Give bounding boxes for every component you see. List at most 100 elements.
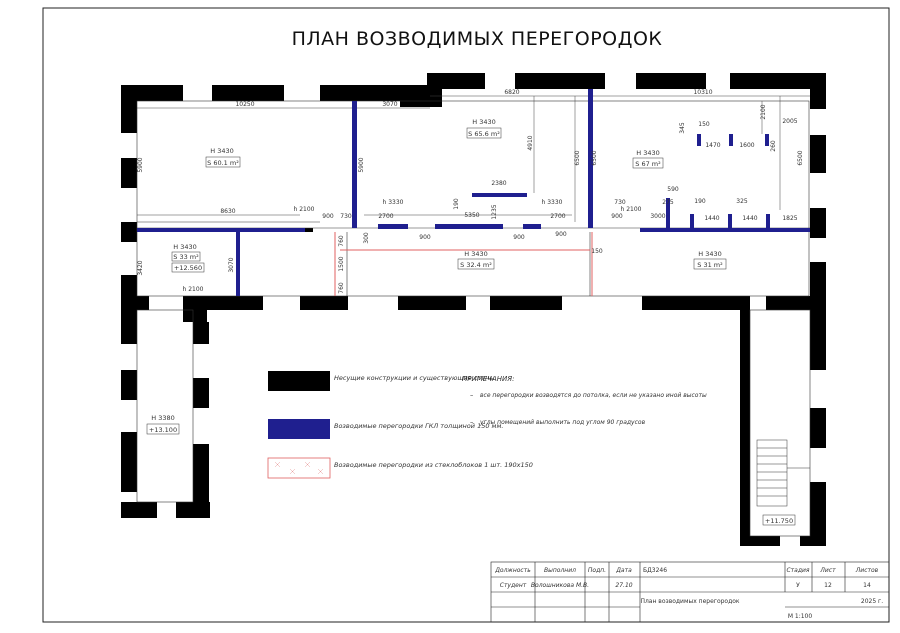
sheet-border — [42, 7, 890, 623]
dim-room3-1600: 1600 — [739, 142, 754, 149]
room-2-area: S 65.6 m² — [468, 130, 500, 138]
tb-header-sign: Подп. — [588, 567, 606, 574]
legend-label-drywall-text: Возводимые перегородки ГКЛ толщиной 150 … — [334, 422, 503, 430]
tb-code: БД3246 — [643, 567, 667, 574]
note-1: – — [470, 391, 473, 399]
dim-room2-4910: 4910 — [527, 135, 534, 150]
room-7-height: H 3380 — [151, 414, 175, 422]
door-height-1: h 2100 — [294, 206, 315, 213]
door-height-5: h 2100 — [183, 286, 204, 293]
legend-label-glass-text: Возводимые перегородки из стеклоблоков 1… — [334, 461, 533, 469]
legend-label-bearing: Несущие конструкции и существующие стены — [334, 374, 495, 382]
room-5-height: H 3430 — [464, 250, 488, 258]
tb-sheets-header: Листов — [855, 567, 879, 574]
note-1-text: все перегородки возводятся до потолка, е… — [480, 392, 707, 399]
dim-left-1: 5900 — [137, 157, 144, 172]
dim-room3-1470: 1470 — [705, 142, 720, 149]
dim-corr-150: 150 — [591, 248, 603, 255]
room-8-level-box — [762, 514, 796, 526]
room-5-area: S 32.4 m² — [460, 261, 492, 269]
room-3-area: S 67 m² — [635, 160, 661, 168]
dim-room3-150: 150 — [698, 121, 710, 128]
dim-corr-3000: 3000 — [650, 213, 665, 220]
room-labels: H 3430 S 60.1 m² H 3430 S 65.6 m² H 3430… — [146, 118, 796, 526]
room-2-height: H 3430 — [472, 118, 496, 126]
dim-left-3: 3070 — [228, 257, 235, 272]
title-block — [490, 561, 890, 623]
dim-room2-6500: 6500 — [574, 150, 581, 165]
legend: Несущие конструкции и существующие стены… — [267, 371, 533, 479]
dim-top-3: 6820 — [504, 89, 519, 96]
dim-room3-6500: 6500 — [797, 150, 804, 165]
room-6-height: H 3430 — [698, 250, 722, 258]
dim-r6-275: 275 — [662, 199, 674, 206]
room-4-height: H 3430 — [173, 243, 197, 251]
room-1-area-box — [205, 156, 241, 168]
staircase — [756, 439, 810, 507]
tb-sheets: 14 — [863, 582, 871, 589]
tb-sheet: 12 — [824, 582, 832, 589]
tb-stage: У — [796, 582, 800, 589]
dim-room3-260: 260 — [770, 140, 777, 152]
dim-room3-2100: 2100 — [760, 104, 767, 119]
room-4-area-box — [171, 251, 201, 262]
dim-room2-5350: 5350 — [464, 212, 479, 219]
dim-corr-900c: 900 — [513, 234, 525, 241]
bearing-walls — [121, 73, 826, 546]
glass-block-partitions — [334, 232, 593, 296]
legend-swatch-bearing — [268, 371, 330, 391]
room-6-area: S 31 m² — [697, 261, 723, 269]
door-height-3: h 3330 — [542, 199, 563, 206]
legend-swatch-drywall — [268, 419, 330, 439]
tb-author: Волошникова М.В. — [531, 582, 589, 589]
notes: ПРИМЕЧАНИЯ: – все перегородки возводятся… — [462, 375, 707, 426]
dim-corr-900b: 900 — [419, 234, 431, 241]
room-3-height: H 3430 — [636, 149, 660, 157]
room-4-level: +12.560 — [174, 264, 202, 272]
legend-label-glass: Возводимые перегородки из стеклоблоков 1… — [334, 461, 533, 469]
dim-r6-1440b: 1440 — [742, 215, 757, 222]
dim-r6-325: 325 — [736, 198, 748, 205]
tb-date: 27.10 — [615, 582, 632, 589]
tb-header-done-by: Выполнил — [544, 567, 576, 574]
legend-swatch-glass — [267, 457, 331, 479]
dim-r6-1440a: 1440 — [704, 215, 719, 222]
dim-r6-1825: 1825 — [782, 215, 797, 222]
room-4-level-box — [171, 262, 205, 273]
dimension-lines — [137, 95, 810, 222]
sheet-title: ПЛАН ВОЗВОДИМЫХ ПЕРЕГОРОДОК — [292, 28, 663, 50]
room-6-area-box — [693, 258, 727, 270]
dim-corr-760a: 760 — [338, 235, 345, 247]
room-8-level: +11.750 — [765, 517, 793, 525]
door-height-4: h 2100 — [621, 206, 642, 213]
dim-top-4: 10310 — [693, 89, 712, 96]
dim-room3-345: 345 — [679, 122, 686, 134]
legend-label-drywall: Возводимые перегородки ГКЛ толщиной 150 … — [334, 422, 503, 430]
dim-corr-900d: 900 — [555, 231, 567, 238]
dim-corr-730a: 730 — [340, 213, 352, 220]
tb-drawing-name: План возводимых перегородок — [640, 598, 739, 605]
dim-room2-1235: 1235 — [491, 204, 498, 219]
dim-top-1: 10250 — [235, 101, 254, 108]
room-2-area-box — [466, 127, 502, 139]
dim-corr-2700a: 2700 — [378, 213, 393, 220]
room-4-area: S 33 m² — [173, 253, 199, 261]
dim-corr-300: 300 — [363, 232, 370, 244]
dim-corr-1500: 1500 — [338, 256, 345, 271]
tb-year: 2025 г. — [861, 598, 883, 605]
tb-scale: М 1:100 — [788, 613, 813, 620]
dim-room2-190: 190 — [453, 198, 460, 210]
drywall-partitions — [137, 89, 810, 296]
door-height-2: h 3330 — [383, 199, 404, 206]
dim-top-2: 3070 — [382, 101, 397, 108]
dimension-texts: 10250 3070 6820 10310 8630 5900 3420 307… — [137, 89, 804, 294]
dim-room2-2380: 2380 — [491, 180, 506, 187]
dim-r6-590: 590 — [667, 186, 679, 193]
legend-swatch-glass-pattern — [274, 461, 324, 475]
tb-stage-header: Стадия — [786, 567, 809, 574]
dim-corr-730b: 730 — [614, 199, 626, 206]
notes-heading: ПРИМЕЧАНИЯ: — [462, 375, 515, 383]
dim-room1-mid: 8630 — [220, 208, 235, 215]
room-1-area: S 60.1 m² — [207, 159, 239, 167]
